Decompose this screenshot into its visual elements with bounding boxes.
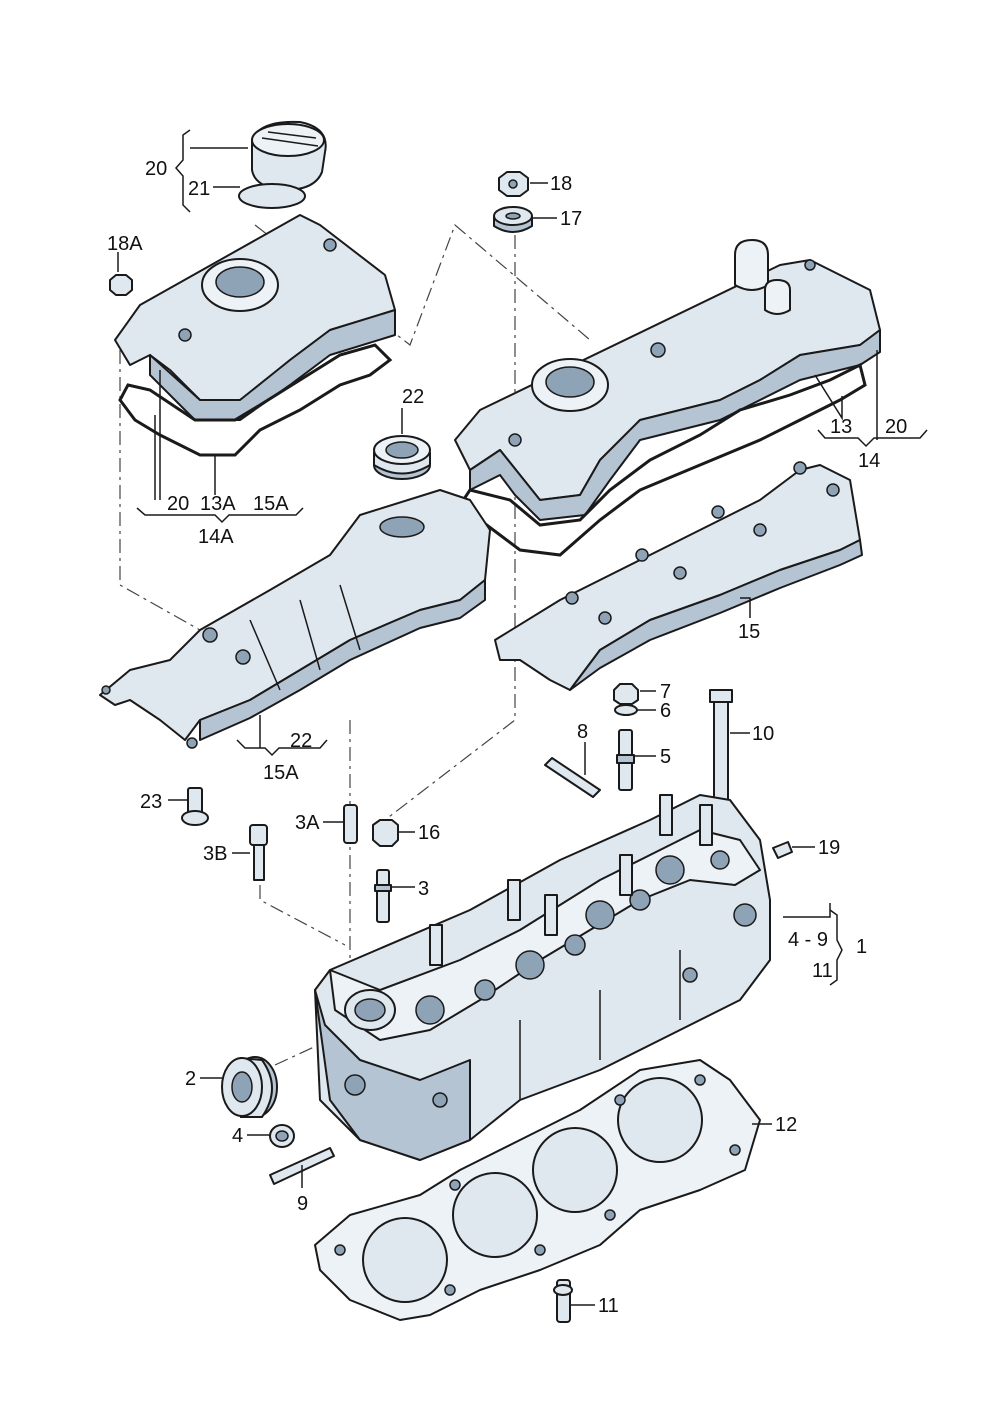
label-20-cap: 20 [145,158,167,180]
label-3: 3 [418,878,429,900]
label-22-top: 22 [402,386,424,408]
nut-16 [372,819,399,847]
hex-nut-18a [109,274,133,296]
oil-seal-2 [221,1056,278,1118]
label-15a-top: 15A [253,493,289,515]
nut-7 [613,683,639,705]
bolt-11 [553,1279,573,1323]
cylinder-head [314,794,771,1161]
stud-8 [544,757,601,798]
label-13a: 13A [200,493,236,515]
label-11-bottom: 11 [598,1295,619,1317]
label-14: 14 [858,450,880,472]
label-5: 5 [660,746,671,768]
label-12: 12 [775,1114,797,1136]
part-labels: 20 21 18A 18 17 22 13 20 14 20 13A 15A 1… [107,158,907,1317]
seal-ring [373,435,431,480]
label-23: 23 [140,791,162,813]
label-4-9: 4 - 9 [788,929,828,951]
label-6: 6 [660,700,671,722]
label-18: 18 [550,173,572,195]
label-22-bottom: 22 [290,730,312,752]
label-14a: 14A [198,526,234,548]
label-3a: 3A [295,812,320,834]
stud-3 [374,869,392,923]
label-15a-bottom: 15A [263,762,299,784]
hex-nut-18 [498,171,529,197]
label-19: 19 [818,837,840,859]
label-20-left: 20 [167,493,189,515]
label-10: 10 [752,723,774,745]
left-cylinder-head-cover [114,214,396,457]
label-11-right: 11 [812,960,833,982]
leader-lines [117,129,928,1306]
bolt-23 [181,787,209,826]
label-18a: 18A [107,233,143,255]
label-20-right: 20 [885,416,907,438]
bolt-10 [709,689,733,809]
sleeve-3a [343,804,358,844]
stud-5 [616,729,635,791]
left-baffle-plate [99,489,491,749]
cylinder-head-gasket [314,1059,761,1321]
label-7: 7 [660,681,671,703]
label-21: 21 [188,178,210,200]
label-13: 13 [830,416,852,438]
label-2: 2 [185,1068,196,1090]
plug-19 [772,841,793,859]
label-17: 17 [560,208,582,230]
label-15: 15 [738,621,760,643]
washer-17 [493,206,533,233]
washer-6 [614,704,638,716]
label-9: 9 [297,1193,308,1215]
o-ring-seal [238,183,306,209]
label-3b: 3B [203,843,227,865]
bolt-3b [249,824,268,881]
right-baffle-plate [494,461,863,691]
label-4: 4 [232,1125,243,1147]
oil-filler-cap [238,120,327,209]
label-8: 8 [577,721,588,743]
right-cylinder-head-cover [454,239,881,557]
label-1: 1 [856,936,867,958]
label-16: 16 [418,822,440,844]
bushing-4 [269,1124,295,1148]
